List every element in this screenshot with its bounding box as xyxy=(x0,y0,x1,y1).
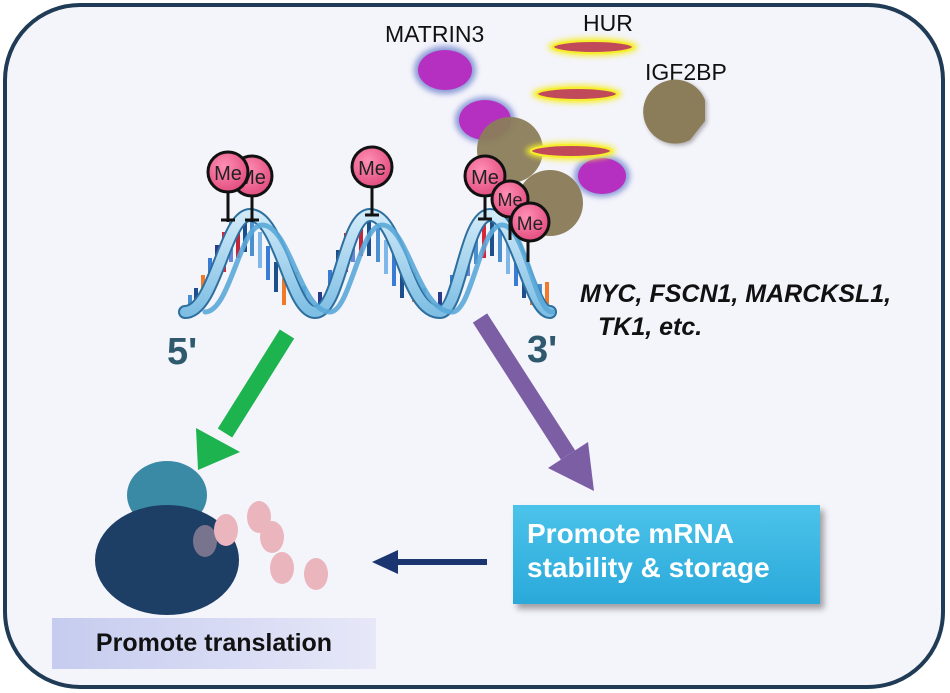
hur-protein xyxy=(530,144,612,158)
svg-text:Me: Me xyxy=(497,190,522,210)
igf2bp-label: IGF2BP xyxy=(645,59,727,85)
hur-protein xyxy=(536,87,618,101)
methyl-circle: Me xyxy=(206,150,250,194)
matrin3-label: MATRIN3 xyxy=(385,21,484,47)
methyl-circle: Me xyxy=(350,145,394,189)
arrow-to-stability xyxy=(472,313,594,491)
svg-text:Me: Me xyxy=(517,214,543,235)
svg-text:Me: Me xyxy=(358,158,386,180)
nascent-peptide xyxy=(193,501,328,590)
methyl-circle: Me xyxy=(509,201,551,243)
svg-text:Me: Me xyxy=(471,167,499,189)
hur-protein xyxy=(552,40,634,54)
target-gene-list: MYC, FSCN1, MARCKSL1, TK1, etc. xyxy=(560,278,950,358)
reader-protein-cluster: Me Me Me xyxy=(414,38,705,243)
matrin3-protein xyxy=(418,50,472,90)
three-prime-label: 3' xyxy=(527,329,557,371)
translation-box: Promote translation xyxy=(52,618,376,669)
rna-strand-second xyxy=(202,222,555,315)
ribosome-large-subunit xyxy=(95,505,239,615)
svg-text:Me: Me xyxy=(214,163,242,185)
translation-label: Promote translation xyxy=(95,629,333,657)
methyl-circle: Me xyxy=(463,154,507,198)
five-prime-label: 5' xyxy=(167,331,197,373)
stability-storage-box: Promote mRNA stability & storage xyxy=(513,505,820,604)
gene-list-line-1: MYC, FSCN1, MARCKSL1, xyxy=(580,280,892,308)
stability-line-1: Promote mRNA xyxy=(527,518,734,549)
methyl-marks: Me Me Me xyxy=(206,145,530,262)
matrin3-protein xyxy=(578,158,626,194)
arrow-to-translation xyxy=(196,329,295,470)
ribosome xyxy=(95,461,239,615)
stability-line-2: stability & storage xyxy=(527,552,770,583)
arrow-stability-to-translation xyxy=(372,550,487,574)
hur-label: HUR xyxy=(583,10,633,36)
gene-list-line-2: TK1, etc. xyxy=(598,313,703,341)
igf2bp-protein xyxy=(643,79,705,144)
